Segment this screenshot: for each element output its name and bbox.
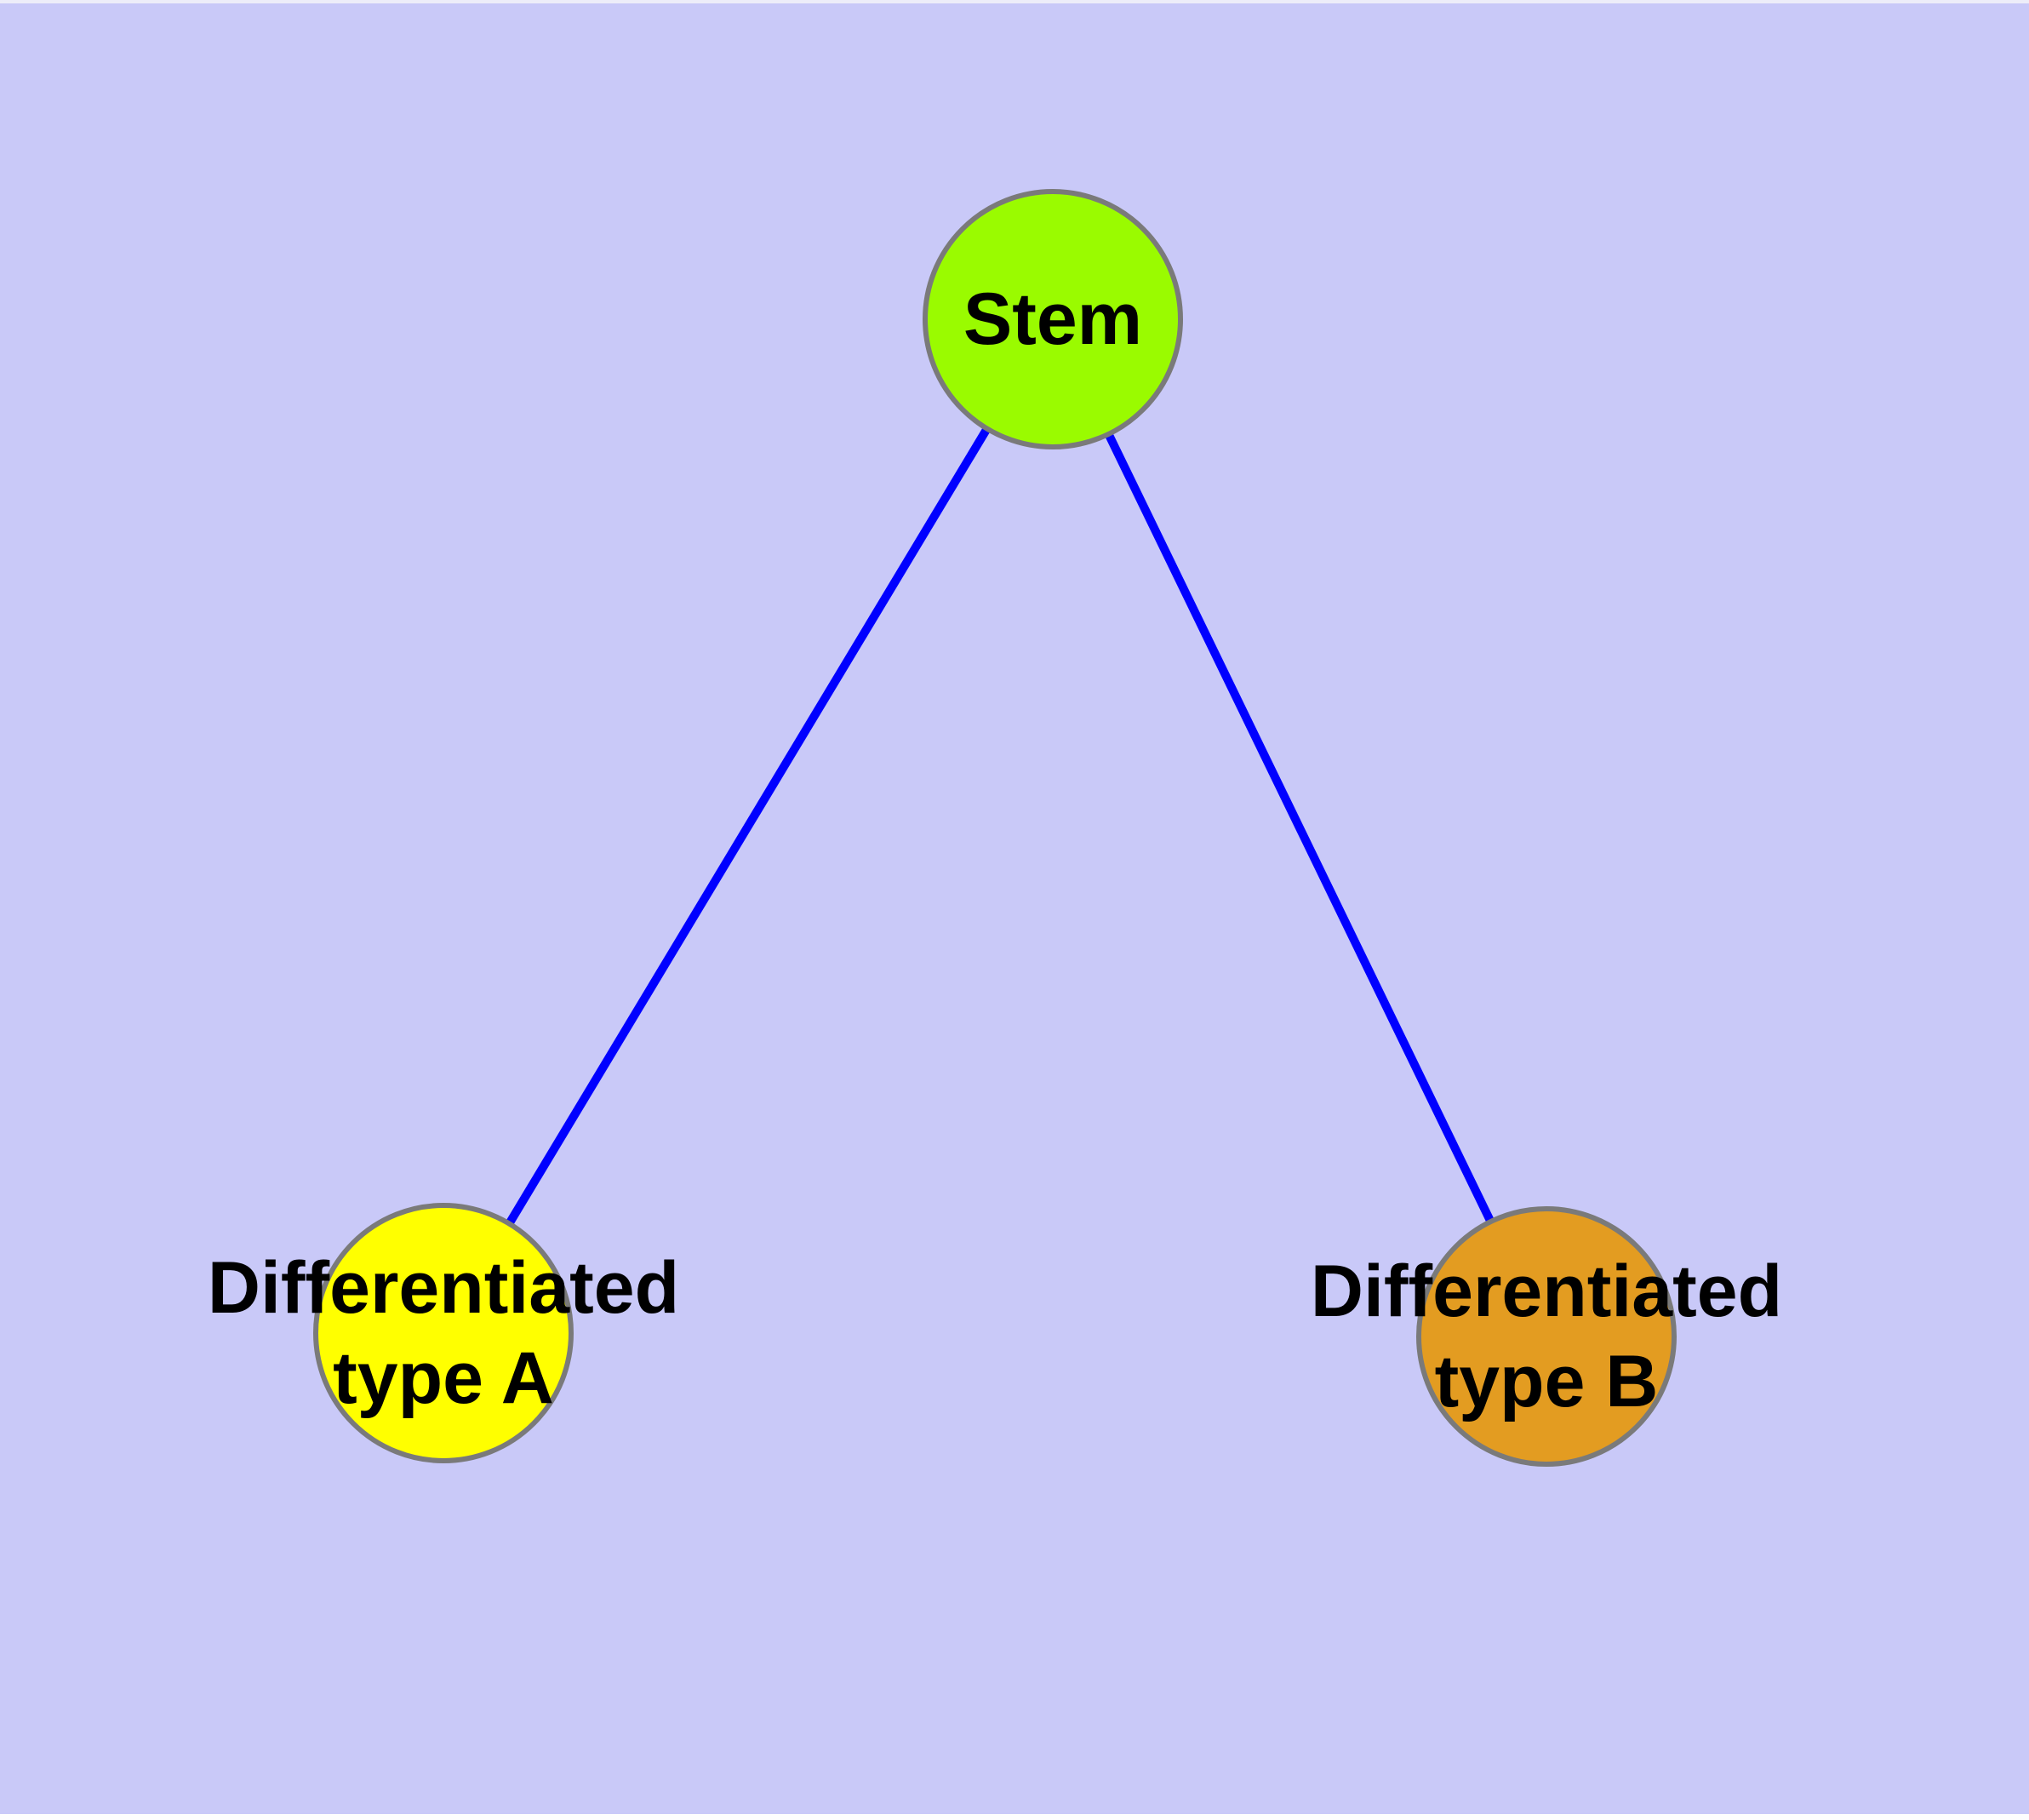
- edge-stem-to-type-b: [1049, 317, 1551, 1339]
- node-type-a-label-line1: Differentiated: [207, 1247, 680, 1329]
- node-type-b-label-line2: type B: [1434, 1341, 1659, 1422]
- node-stem-label: Stem: [661, 274, 1444, 364]
- node-differentiated-type-a-label: Differentiated type A: [52, 1243, 835, 1423]
- node-differentiated-type-b-circle: [1416, 1206, 1677, 1467]
- node-stem-circle: [923, 189, 1183, 449]
- node-stem-label-text: Stem: [963, 278, 1143, 360]
- node-type-b-label-line1: Differentiated: [1310, 1251, 1783, 1332]
- canvas-bottom-edge: [0, 1814, 2029, 1820]
- node-type-a-label-line2: type A: [333, 1337, 554, 1419]
- node-differentiated-type-b-label: Differentiated type B: [1155, 1246, 1938, 1427]
- canvas-top-edge: [0, 0, 2029, 3]
- node-differentiated-type-a-circle: [313, 1203, 574, 1463]
- edge-stem-to-type-a: [439, 317, 1057, 1336]
